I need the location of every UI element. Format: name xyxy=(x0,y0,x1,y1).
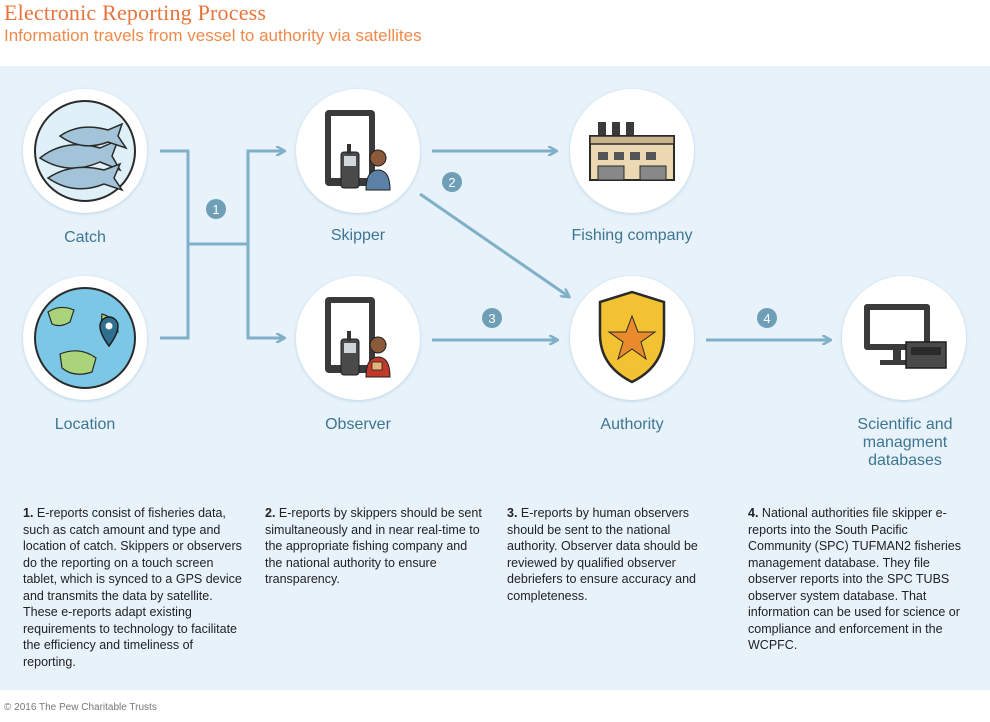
note-1-number: 1. xyxy=(23,506,34,520)
skipper-node xyxy=(296,89,420,213)
connectors xyxy=(160,151,829,340)
databases-node xyxy=(842,276,966,400)
skipper-label: Skipper xyxy=(330,227,386,244)
skipper-to-authority-arrow xyxy=(419,192,568,296)
diagram-panel xyxy=(0,66,990,690)
note-4-number: 4. xyxy=(748,506,759,520)
step-number-4: 4 xyxy=(763,311,770,326)
fish-icon xyxy=(38,122,128,192)
step-number-1: 1 xyxy=(212,202,219,217)
step-badge-1: 1 xyxy=(206,199,226,219)
skipper-person-icon xyxy=(365,149,391,191)
map-pin-icon xyxy=(99,316,119,348)
note-3-number: 3. xyxy=(507,506,518,520)
gps-device-icon xyxy=(340,144,360,189)
note-1: 1. E-reports consist of fisheries data, … xyxy=(23,505,243,670)
note-4-text: National authorities file skipper e-repo… xyxy=(748,506,962,652)
to-observer-arrow xyxy=(246,244,283,338)
catch-label: Catch xyxy=(64,229,106,246)
step-number-2: 2 xyxy=(448,175,455,190)
observer-person-icon xyxy=(365,336,391,378)
note-2-number: 2. xyxy=(265,506,276,520)
observer-label: Observer xyxy=(325,416,391,433)
authority-label: Authority xyxy=(600,416,664,433)
fishing-company-node xyxy=(570,89,694,213)
factory-icon xyxy=(589,122,675,181)
observer-node xyxy=(296,276,420,400)
catch-node xyxy=(23,89,147,213)
computer-monitor-icon xyxy=(864,304,947,369)
note-3-text: E-reports by human observers should be s… xyxy=(507,506,698,603)
note-3: 3. E-reports by human observers should b… xyxy=(507,505,707,604)
gps-device-icon xyxy=(340,331,360,376)
fishing-company-label: Fishing company xyxy=(571,227,693,244)
authority-node xyxy=(570,276,694,400)
note-2: 2. E-reports by skippers should be sent … xyxy=(265,505,487,588)
databases-label: Scientific and managment databases xyxy=(857,416,953,469)
step-badge-4: 4 xyxy=(757,308,777,328)
page-title: Electronic Reporting Process xyxy=(4,0,267,25)
note-1-text: E-reports consist of fisheries data, suc… xyxy=(23,506,242,669)
note-2-text: E-reports by skippers should be sent sim… xyxy=(265,506,482,586)
to-skipper-arrow xyxy=(246,151,283,244)
catch-connector xyxy=(160,149,248,246)
note-4: 4. National authorities file skipper e-r… xyxy=(748,505,970,654)
step-number-3: 3 xyxy=(488,311,495,326)
process-diagram: 1 2 3 4 xyxy=(23,89,966,400)
page-subtitle: Information travels from vessel to autho… xyxy=(4,26,422,45)
location-connector xyxy=(160,244,190,340)
location-label: Location xyxy=(54,416,116,433)
step-badge-2: 2 xyxy=(442,172,462,192)
shield-star-icon xyxy=(598,290,666,384)
copyright-footer: © 2016 The Pew Charitable Trusts xyxy=(4,702,157,713)
step-badge-3: 3 xyxy=(482,308,502,328)
location-node xyxy=(23,276,147,400)
